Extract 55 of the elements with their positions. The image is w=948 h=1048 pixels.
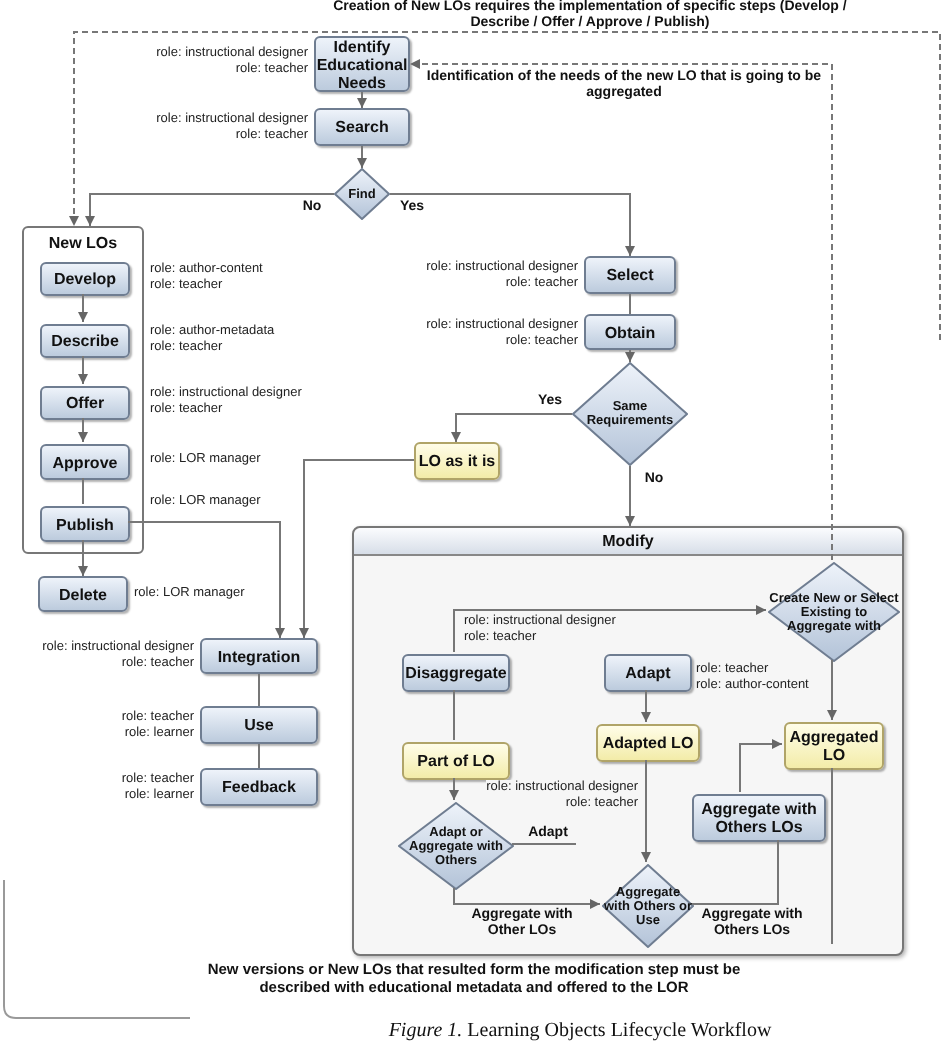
arrow [453, 887, 601, 909]
arrow [78, 355, 88, 385]
process-box: Publish [40, 506, 130, 542]
arrow [453, 605, 767, 653]
connector-line [258, 673, 260, 707]
arrow [299, 459, 415, 639]
process-box: Offer [40, 386, 130, 420]
arrow [78, 293, 88, 323]
lane-header: Modify [354, 528, 902, 556]
process-box: Approve [40, 444, 130, 480]
swimlane-container [352, 526, 904, 956]
arrow [127, 521, 285, 639]
arrow [357, 91, 367, 109]
arrow [641, 689, 651, 723]
process-box: Obtain [584, 314, 676, 350]
process-box: Use [200, 706, 318, 744]
arrow [739, 739, 783, 793]
arrow [625, 465, 635, 527]
arrow [389, 193, 635, 257]
arrow [625, 349, 635, 363]
arrow [357, 145, 367, 169]
connector-line [831, 767, 833, 945]
group-container [22, 226, 144, 554]
arrow [451, 413, 573, 443]
process-box: Identify Educational Needs [314, 36, 410, 92]
state-box: Adapted LO [596, 724, 700, 762]
connector-line [511, 843, 577, 845]
figure-caption: Figure 1. Learning Objects Lifecycle Workflow [388, 1020, 772, 1044]
arrow [449, 777, 459, 801]
dashed-arrow [69, 31, 941, 341]
arrow [827, 659, 837, 721]
process-box: Search [314, 108, 410, 146]
connector-line [82, 477, 84, 505]
connector-line [453, 689, 455, 741]
state-box: LO as it is [414, 442, 500, 480]
dashed-arrow [409, 59, 833, 561]
process-box: Disaggregate [402, 654, 510, 692]
process-box: Aggregate with Others LOs [692, 794, 826, 842]
process-box: Feedback [200, 768, 318, 806]
process-box: Develop [40, 262, 130, 296]
arrow [78, 417, 88, 443]
arrow [85, 193, 335, 227]
state-box: Aggregated LO [784, 722, 884, 770]
arrow [641, 759, 651, 863]
connector-line [691, 839, 779, 905]
group-heading: New LOs [48, 234, 118, 252]
process-box: Select [584, 256, 676, 294]
process-box: Delete [38, 576, 128, 612]
connector-line [629, 293, 631, 315]
connector-line [258, 743, 260, 769]
process-box: Adapt [604, 654, 692, 692]
arrow [78, 539, 88, 577]
state-box: Part of LO [402, 742, 510, 780]
process-box: Integration [200, 638, 318, 674]
process-box: Describe [40, 324, 130, 358]
